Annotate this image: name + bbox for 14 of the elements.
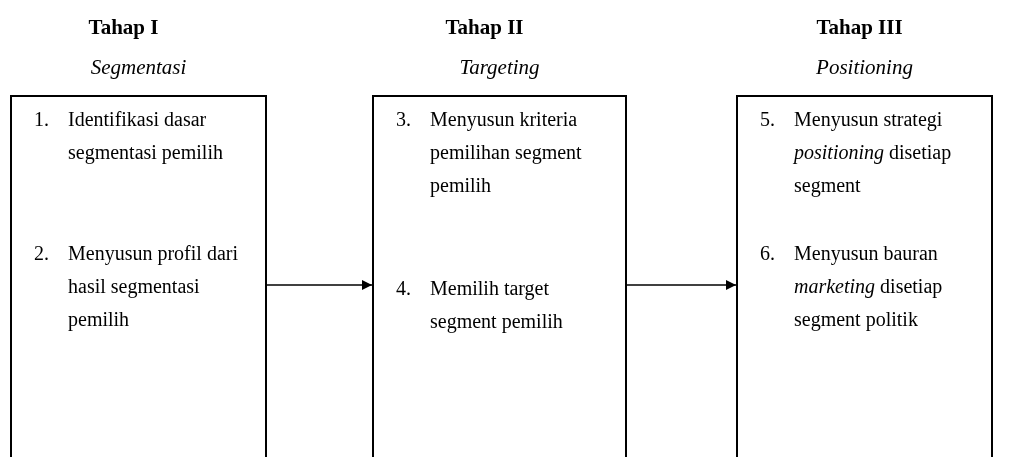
list-item: 4. Memilih target segment pemilih <box>396 276 564 335</box>
stage-title: Tahap I <box>87 15 160 40</box>
stage-title: Tahap II <box>444 15 525 40</box>
arrow <box>626 280 737 290</box>
list-item: 3. Menyusun kriteria pemilihan segment pemilih <box>396 107 583 199</box>
stage-subtitle: Targeting <box>458 55 541 80</box>
stage-subtitle: Positioning <box>815 55 914 80</box>
list-item: 1. Identifikasi dasar segmentasi pemilih <box>34 107 224 166</box>
list-item: 6. Menyusun bauran marketing disetiap segment politik <box>760 241 944 333</box>
stage-title: Tahap III <box>815 15 904 40</box>
list-item: 2. Menyusun profil dari hasil segmentasi pemilih <box>34 241 239 333</box>
stage-subtitle: Segmentasi <box>89 55 188 80</box>
arrow <box>266 280 373 290</box>
list-item: 5. Menyusun strategi positioning disetiap segment <box>760 107 953 199</box>
